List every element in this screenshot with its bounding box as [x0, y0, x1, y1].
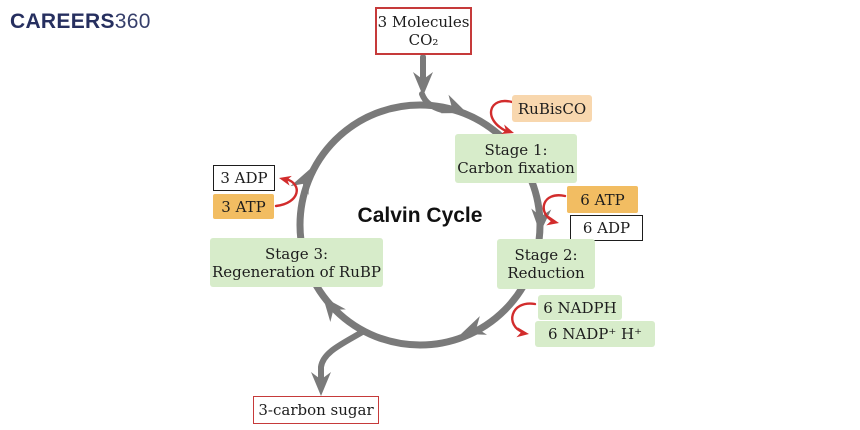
stage3-line2: Regeneration of RuBP [211, 262, 381, 281]
atp-to-adp-arrow [542, 194, 567, 223]
atp3-to-adp3-arrow [274, 177, 298, 208]
careers360-logo: CAREERS360 [10, 10, 151, 34]
stage2-line2: Reduction [507, 264, 585, 282]
stage1-box: Stage 1: Carbon fixation [455, 134, 577, 183]
sugar-output-box: 3-carbon sugar [253, 396, 379, 424]
co2-input-box: 3 Molecules CO₂ [375, 7, 472, 55]
logo-light-text: 360 [114, 10, 151, 33]
stage2-line1: Stage 2: [514, 246, 578, 264]
stage3-box: Stage 3: Regeneration of RuBP [210, 238, 383, 287]
nadph-arrow [511, 302, 537, 334]
co2-merge-curve [419, 91, 445, 113]
rubisco-arrow [489, 99, 514, 133]
stage3-line1: Stage 3: [264, 244, 329, 263]
diagram-title: Calvin Cycle [357, 204, 483, 227]
nadph-label: 6 NADPH [538, 295, 622, 320]
nadp-h-label: 6 NADP⁺ H⁺ [535, 321, 655, 347]
adp3-label: 3 ADP [213, 165, 275, 191]
stage2-box: Stage 2: Reduction [497, 239, 595, 289]
sugar-output-arrow [318, 328, 367, 387]
rubisco-label: RuBisCO [512, 95, 592, 122]
co2-line1: 3 Molecules [377, 13, 470, 31]
adp6-label: 6 ADP [570, 215, 643, 241]
stage1-line2: Carbon fixation [457, 158, 575, 177]
co2-line2: CO₂ [408, 31, 439, 49]
atp6-label: 6 ATP [567, 186, 638, 213]
atp3-label: 3 ATP [213, 194, 274, 219]
logo-bold-text: CAREERS [10, 10, 115, 33]
stage1-line1: Stage 1: [484, 140, 548, 159]
